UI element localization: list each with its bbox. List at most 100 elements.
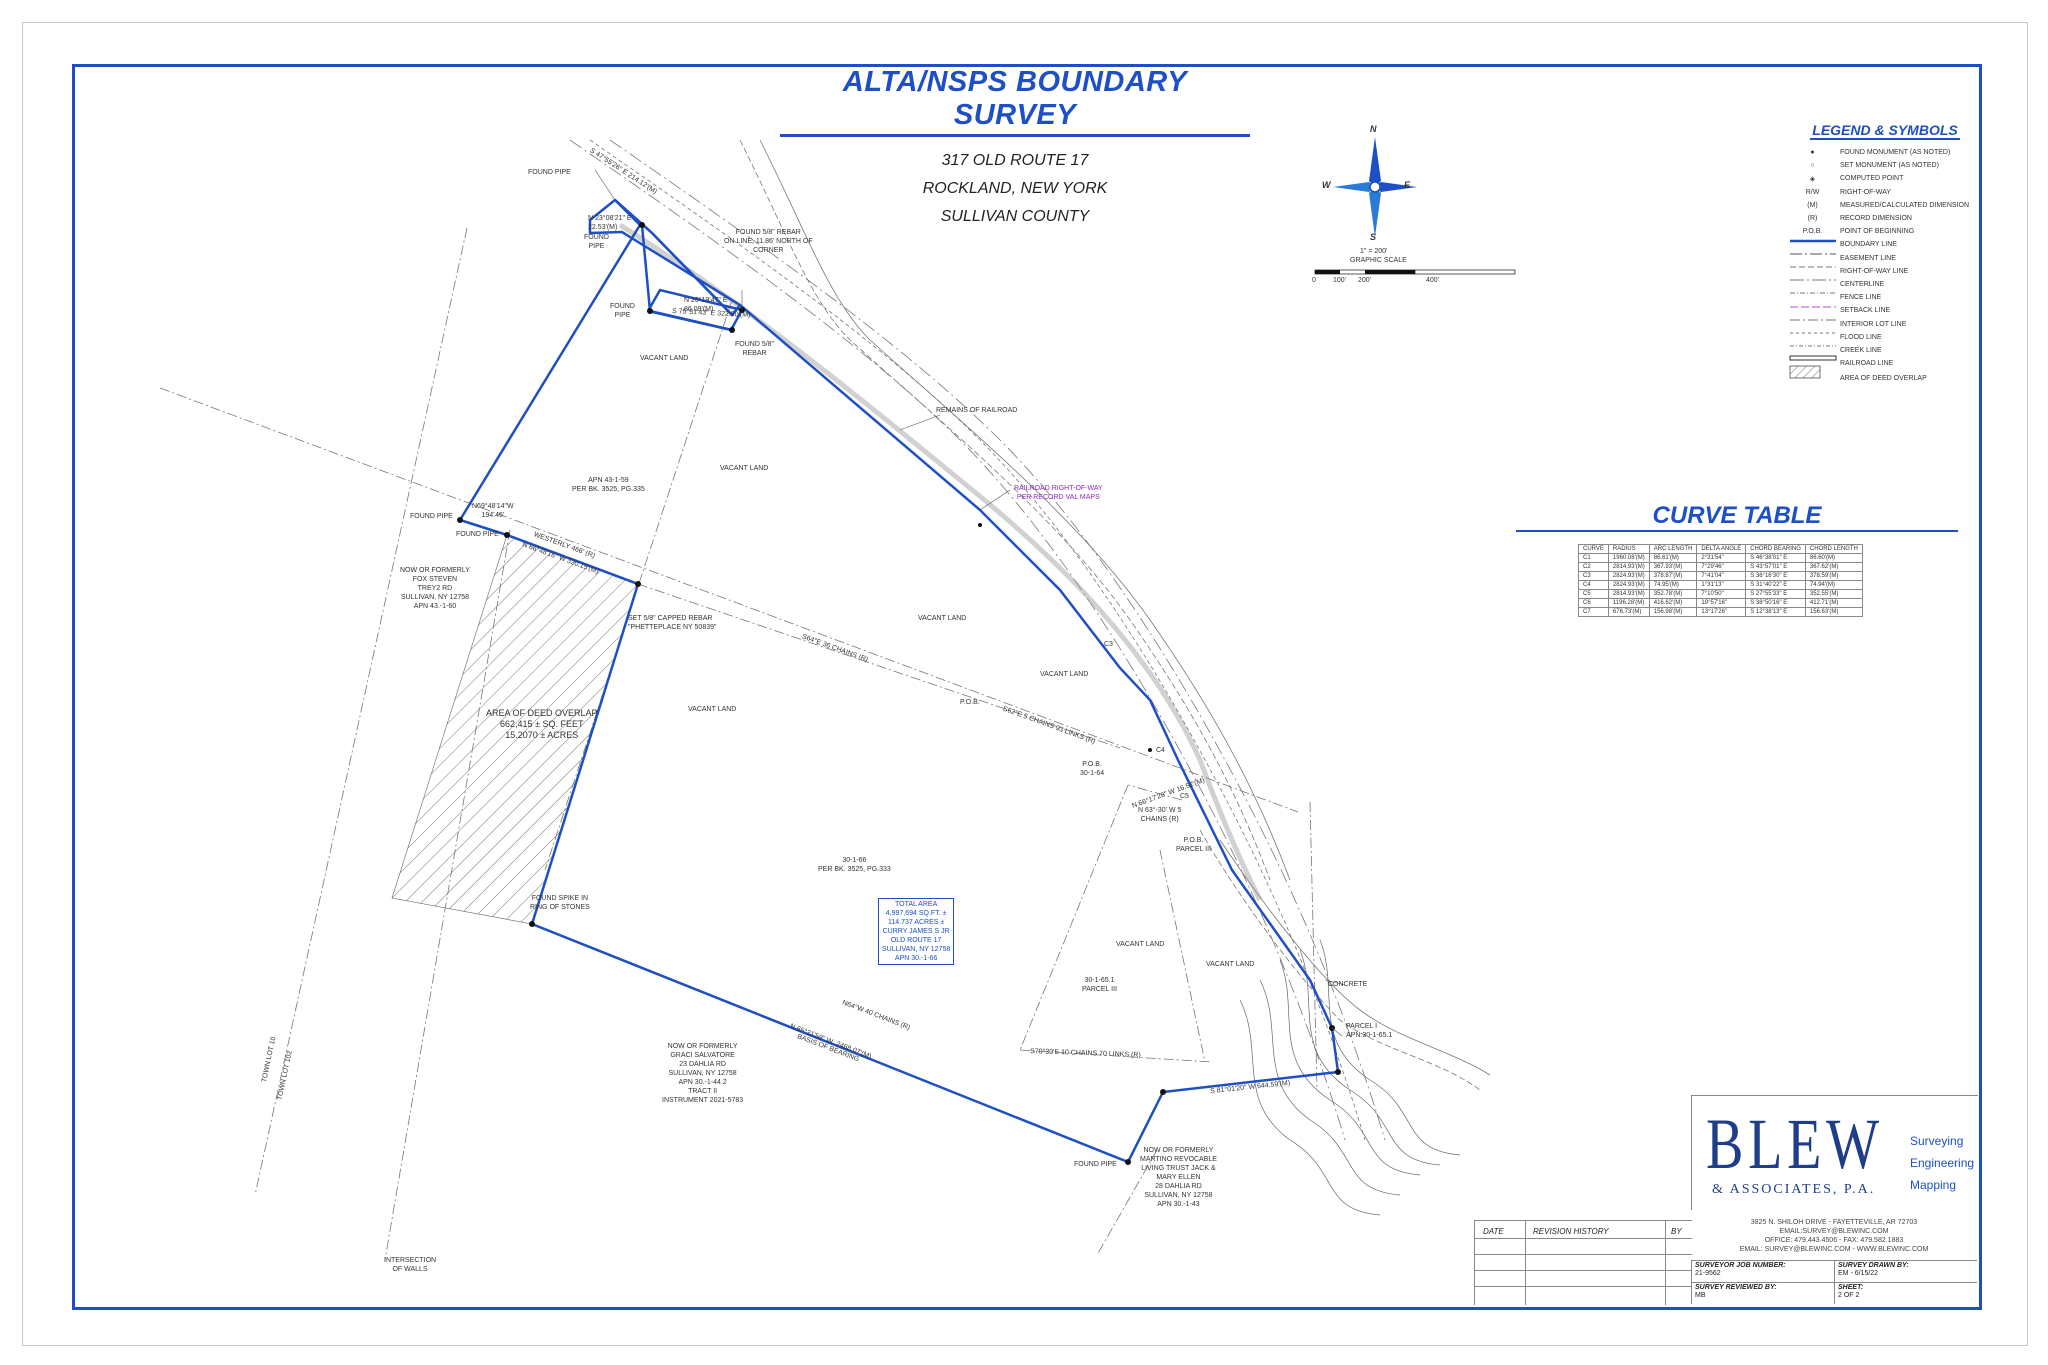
scale-tick-3: 400' <box>1426 277 1440 284</box>
legend-row: RAILROAD LINE <box>1785 357 1985 370</box>
set-monument-icon: ○ <box>1810 162 1815 170</box>
legend-row: ○ SET MONUMENT (AS NOTED) <box>1785 159 1985 172</box>
reviewed-by-cell: SURVEY REVIEWED BY: MB <box>1691 1282 1834 1304</box>
legend-abbrev: (M) <box>1807 201 1818 209</box>
north-arrow <box>1333 137 1417 237</box>
legend-label: POINT OF BEGINNING <box>1840 228 1915 236</box>
bearing-label: N 63°-30' W 5 CHAINS (R) <box>1138 807 1182 823</box>
land-use-label: VACANT LAND <box>1116 941 1165 948</box>
sheet-value: 2 OF 2 <box>1838 1292 1860 1299</box>
legend-row: P.O.B.POINT OF BEGINNING <box>1785 225 1985 238</box>
table-cell: 7°41'04" <box>1696 571 1747 581</box>
graphic-scale <box>1314 269 1516 275</box>
found-pipe-label: FOUND PIPE <box>410 513 453 520</box>
legend-label: MEASURED/CALCULATED DIMENSION <box>1840 201 1970 209</box>
legend: LEGEND & SYMBOLS ●FOUND MONUMENT (AS NOT… <box>1785 122 1985 386</box>
computed-point-icon: ◈ <box>1809 175 1816 183</box>
parcel-label: PARCEL I APN:30-1-65.1 <box>1346 1023 1393 1039</box>
legend-label: SETBACK LINE <box>1840 307 1891 315</box>
legend-label: SET MONUMENT (AS NOTED) <box>1840 162 1939 170</box>
table-cell: 7°10'50" <box>1696 589 1747 599</box>
table-cell: 412.71'(M) <box>1804 598 1863 608</box>
table-cell: 2824.93'(M) <box>1607 571 1650 581</box>
legend-row: (R)RECORD DIMENSION <box>1785 212 1985 225</box>
compass-w: W <box>1322 180 1331 190</box>
survey-info-grid: SURVEYOR JOB NUMBER: 21-9562 SURVEY DRAW… <box>1691 1260 1977 1304</box>
table-cell: 1960.08'(M) <box>1607 553 1650 563</box>
revision-date-header: DATE <box>1483 1227 1504 1236</box>
remains-of-railroad-label: REMAINS OF RAILROAD <box>936 407 1018 414</box>
scale-tick-0: 0 <box>1312 277 1316 284</box>
adjoiner-owner-label: NOW OR FORMERLY FOX STEVEN TREY2 RD SULL… <box>400 567 470 610</box>
revision-divider <box>1475 1254 1692 1255</box>
found-rebar-note: FOUND 5/8" REBAR ON LINE, 11.86' NORTH O… <box>724 229 813 254</box>
bearing-label: N 23°08'21" E 22.53'(M) <box>588 215 632 231</box>
set-rebar-label: SET 5/8" CAPPED REBAR "PHETTEPLACE NY 50… <box>628 615 717 631</box>
adjoiner-owner-label: NOW OR FORMERLY GRACI SALVATORE 23 DAHLI… <box>662 1043 744 1104</box>
table-header-row: CURVE RADIUS ARC LENGTH DELTA ANGLE CHOR… <box>1578 544 1863 554</box>
legend-row: RIGHT-OF-WAY LINE <box>1785 265 1985 278</box>
legend-label: BOUNDARY LINE <box>1840 241 1897 249</box>
compass-e: E <box>1404 180 1411 190</box>
subtitle-city: ROCKLAND, NEW YORK <box>922 180 1108 197</box>
drawn-by-label: SURVEY DRAWN BY: <box>1838 1262 1909 1269</box>
apn-label: 30-1-66 PER BK. 3525, PG.333 <box>818 857 891 873</box>
total-area-label: TOTAL AREA 4,997,694 SQ.FT. ± 114.737 AC… <box>878 898 955 965</box>
table-cell: C4 <box>1578 580 1609 590</box>
monuments <box>457 222 1341 1165</box>
curve-table-title: CURVE TABLE <box>1516 502 1958 532</box>
found-pipe-label: FOUND PIPE <box>610 303 635 319</box>
table-cell: 1°31'13" <box>1696 580 1747 590</box>
land-use-label: VACANT LAND <box>1040 671 1089 678</box>
table-cell: 2°31'54" <box>1696 553 1747 563</box>
legend-label: FOUND MONUMENT (AS NOTED) <box>1840 149 1951 157</box>
drawn-by-value: EM - 6/15/22 <box>1838 1270 1879 1277</box>
table-cell: S 38°50'16" E <box>1745 598 1806 608</box>
legend-row: INTERIOR LOT LINE <box>1785 317 1985 330</box>
company-logo-subtitle: & ASSOCIATES, P.A. <box>1712 1182 1876 1197</box>
found-pipe-label: FOUND PIPE <box>456 531 499 538</box>
table-cell: 2814.93'(M) <box>1607 589 1650 599</box>
pob-label: P.O.B. 30-1-64 <box>1080 761 1105 777</box>
job-number-value: 21-9562 <box>1695 1270 1721 1277</box>
found-pipe-label: FOUND PIPE <box>528 169 571 176</box>
legend-row: (M) MEASURED/CALCULATED DIMENSION <box>1785 199 1985 212</box>
table-cell: 156.63'(M) <box>1804 607 1863 617</box>
table-cell: 352.55'(M) <box>1804 589 1863 599</box>
legend-label: FLOOD LINE <box>1840 333 1882 341</box>
deed-overlap-label: AREA OF DEED OVERLAP 662,415 ± SQ. FEET … <box>486 708 598 740</box>
parcel-label: 30-1-65.1 PARCEL III <box>1082 977 1118 993</box>
intersection-label: INTERSECTION OF WALLS <box>384 1257 437 1273</box>
company-services: Surveying Engineering Mapping <box>1910 1130 1974 1196</box>
revision-history: DATE REVISION HISTORY BY <box>1474 1220 1692 1305</box>
table-cell: S 36°16'30" E <box>1745 571 1806 581</box>
title-rule <box>780 134 1250 137</box>
table-cell: S 43°57'01" E <box>1745 562 1806 572</box>
found-pipe-label: FOUND PIPE <box>1074 1161 1117 1168</box>
table-cell: S 46°38'01" E <box>1745 553 1806 563</box>
table-cell: 352.78'(M) <box>1648 589 1698 599</box>
legend-row: FENCE LINE <box>1785 291 1985 304</box>
apn-label: APN 43-1-59 PER BK. 3525, PG.335 <box>572 477 645 493</box>
column-header: CHORD LENGTH <box>1804 544 1863 554</box>
scale-caption: GRAPHIC SCALE <box>1350 257 1407 264</box>
legend-label: RIGHT-OF-WAY LINE <box>1840 267 1909 275</box>
column-header: CURVE <box>1578 544 1609 554</box>
bearing-label: N 20°19'47" E 86.09'(M) <box>684 297 728 313</box>
column-header: DELTA ANGLE <box>1696 544 1747 554</box>
table-cell: C5 <box>1578 589 1609 599</box>
compass-s: S <box>1370 232 1377 242</box>
address-line: OFFICE: 479.443.4506 - FAX: 479.582.1883 <box>1764 1237 1904 1244</box>
table-cell: 378.87'(M) <box>1648 571 1698 581</box>
legend-title: LEGEND & SYMBOLS <box>1810 122 1960 140</box>
column-header: CHORD BEARING <box>1745 544 1806 554</box>
legend-row: EASEMENT LINE <box>1785 252 1985 265</box>
service-item: Engineering <box>1910 1156 1975 1170</box>
compass-n: N <box>1370 124 1377 134</box>
company-address: 3825 N. SHILOH DRIVE - FAYETTEVILLE, AR … <box>1691 1218 1977 1254</box>
table-cell: C2 <box>1578 562 1609 572</box>
railroad-row-label: RAILROAD RIGHT-OF-WAY PER RECORD VAL MAP… <box>1014 485 1103 501</box>
table-cell: 7°29'46" <box>1696 562 1747 572</box>
